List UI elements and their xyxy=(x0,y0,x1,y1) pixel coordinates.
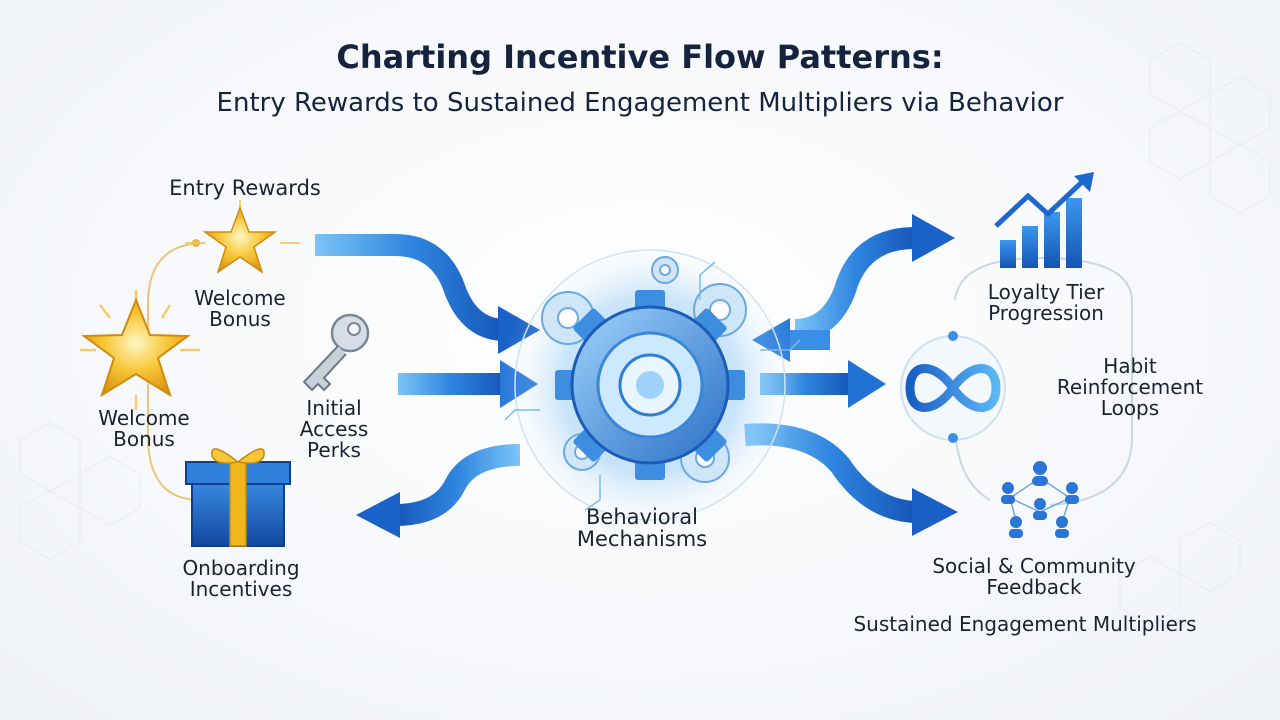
arrow-top-right xyxy=(794,214,955,341)
onboarding-incentives-label: Onboarding Incentives xyxy=(182,556,300,601)
welcome-bonus-top-label: Welcome Bonus xyxy=(194,286,286,331)
sustained-engagement-label: Sustained Engagement Multipliers xyxy=(853,612,1197,636)
habit-loops-label: Habit Reinforcement Loops xyxy=(1056,354,1204,420)
diagram-title: Charting Incentive Flow Patterns: xyxy=(336,38,944,76)
arrow-bottom-out xyxy=(356,444,521,538)
hex-background xyxy=(19,42,1271,626)
bar-chart-icon xyxy=(994,172,1094,268)
right-bracket-line xyxy=(954,256,1133,506)
key-icon xyxy=(302,313,370,392)
left-bracket-line xyxy=(147,242,206,501)
community-icon xyxy=(1001,461,1079,538)
behavioral-mechanisms-label: Behavioral Mechanisms xyxy=(576,505,708,552)
diagram-subtitle: Entry Rewards to Sustained Engagement Mu… xyxy=(216,88,1064,118)
star-icon-small xyxy=(185,200,300,274)
star-icon-large xyxy=(80,290,200,410)
entry-rewards-label: Entry Rewards xyxy=(169,176,321,200)
gear-cluster xyxy=(500,235,801,535)
gift-icon xyxy=(185,448,291,547)
welcome-bonus-left-label: Welcome Bonus xyxy=(98,406,190,451)
loyalty-tier-label: Loyalty Tier Progression xyxy=(987,280,1105,325)
initial-access-perks-label: Initial Access Perks xyxy=(299,396,369,462)
infinity-icon xyxy=(900,331,1006,443)
social-community-label: Social & Community Feedback xyxy=(932,554,1136,599)
